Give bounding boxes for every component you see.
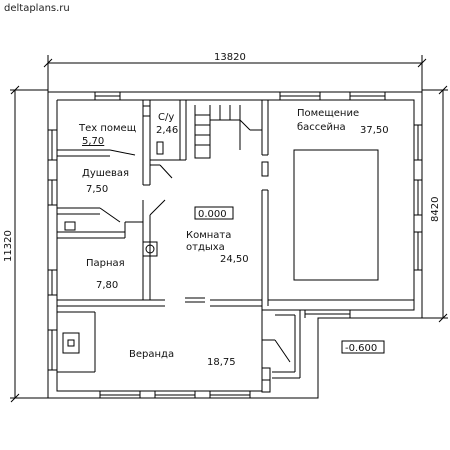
- rest-room-name-line2: отдыха: [186, 242, 225, 253]
- windows-pool-bottom: [304, 310, 351, 318]
- fixtures: [62, 105, 269, 354]
- dimension-left: [10, 85, 48, 403]
- tech-room-area: 5,70: [82, 136, 104, 147]
- floor-level: 0.000: [198, 209, 227, 220]
- windows-right: [414, 124, 422, 271]
- staircase: [194, 105, 262, 159]
- wc-name: С/у: [158, 112, 174, 123]
- dimension-right: [418, 85, 448, 323]
- pool-room-area: 37,50: [360, 125, 389, 136]
- windows-veranda-bottom: [99, 391, 251, 398]
- watermark: deltaplans.ru: [4, 3, 70, 14]
- shower-area: 7,50: [86, 184, 108, 195]
- floor-level-box: [194, 206, 234, 220]
- shower-name: Душевая: [82, 168, 129, 179]
- windows-top: [94, 92, 386, 100]
- tech-room-name: Тех помещ: [78, 123, 136, 134]
- dimension-right-section: 8420: [430, 197, 441, 222]
- steam-room-area: 7,80: [96, 280, 118, 291]
- rest-room-name-line1: Комната: [186, 230, 231, 241]
- steam-room-name: Парная: [86, 258, 125, 269]
- veranda-area: 18,75: [207, 357, 236, 368]
- outside-level: -0.600: [345, 343, 377, 354]
- pool-room-name-line1: Помещение: [297, 108, 359, 119]
- outside-level-box: [341, 340, 385, 354]
- wc-area: 2,46: [156, 125, 178, 136]
- dimension-overall-height: 11320: [3, 230, 14, 262]
- dimension-overall-width: 13820: [214, 52, 246, 63]
- rest-room-area: 24,50: [220, 254, 249, 265]
- windows-left: [48, 129, 57, 371]
- dimension-top: [43, 55, 427, 92]
- pool-room-name-line2: бассейна: [297, 122, 346, 133]
- pool-basin: [293, 149, 379, 281]
- veranda-name: Веранда: [129, 349, 174, 360]
